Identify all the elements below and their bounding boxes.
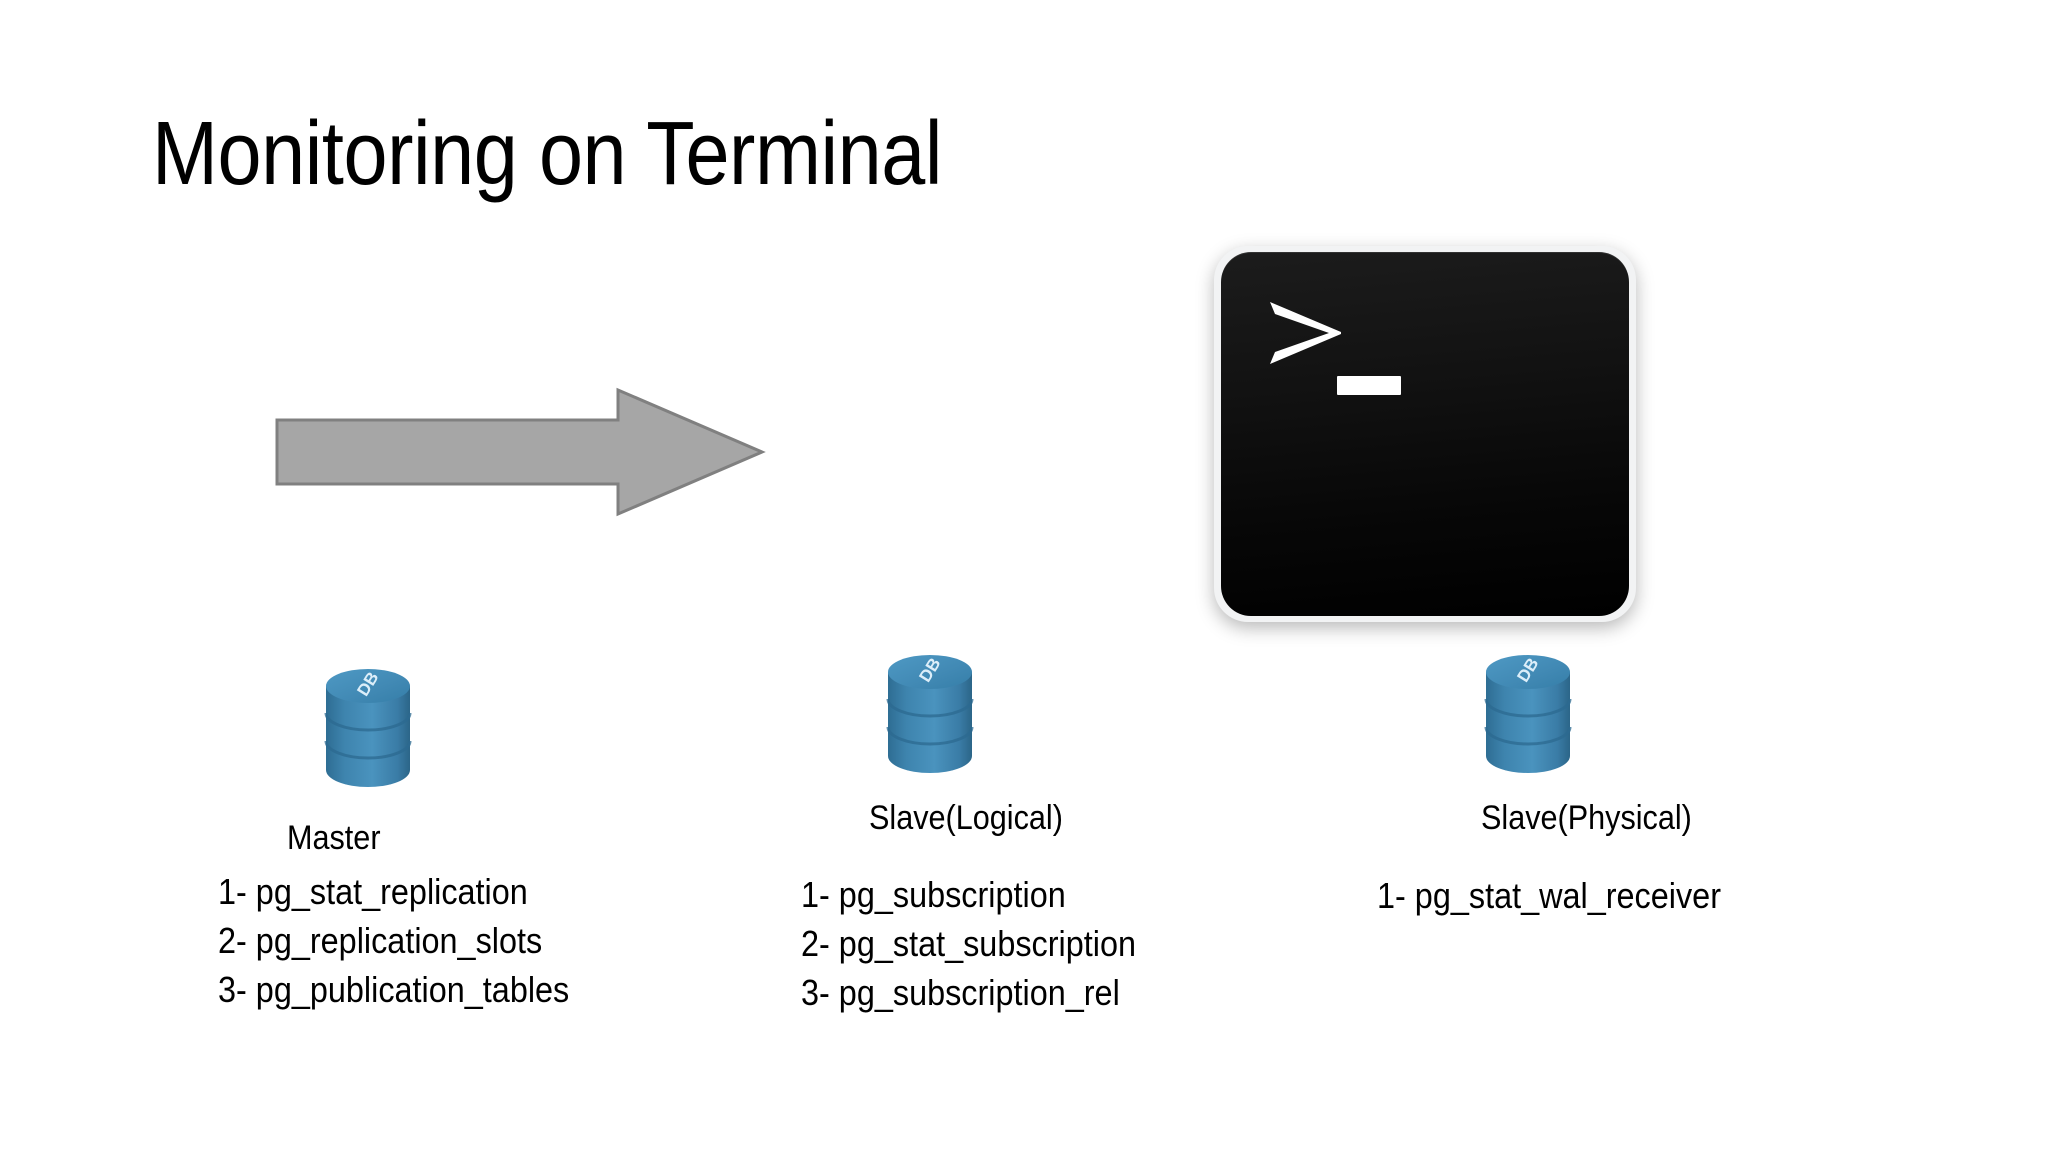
arrow-shape [275,387,766,517]
list-item: 2- pg_stat_subscription [801,923,1136,965]
database-icon-logical: DB [880,644,980,784]
database-icon-master: DB [318,658,418,798]
prompt-chevron-icon [1267,300,1343,366]
page-title: Monitoring on Terminal [152,104,943,204]
terminal-screen [1221,252,1629,616]
prompt-cursor-icon [1337,376,1401,395]
node-column-logical: Slave(Logical) 1- pg_subscription 2- pg_… [760,799,1230,1024]
terminal-icon[interactable] [1214,246,1636,622]
catalog-list-physical: 1- pg_stat_wal_receiver [1377,878,1880,927]
node-title-master: Master [287,819,381,857]
database-icon-physical: DB [1478,644,1578,784]
node-title-physical: Slave(Physical) [1481,799,1692,837]
catalog-list-master: 1- pg_stat_replication 2- pg_replication… [218,874,610,1021]
list-item: 1- pg_stat_replication [218,871,528,913]
list-item: 3- pg_publication_tables [218,969,570,1011]
list-item: 2- pg_replication_slots [218,920,543,962]
catalog-list-logical: 1- pg_subscription 2- pg_stat_subscripti… [801,877,1230,1024]
right-block-arrow [270,382,770,522]
list-item: 1- pg_subscription [801,874,1066,916]
list-item: 3- pg_subscription_rel [801,972,1120,1014]
node-column-master: Master 1- pg_stat_replication 2- pg_repl… [140,819,610,1021]
node-column-physical: Slave(Physical) 1- pg_stat_wal_receiver [1360,799,1880,927]
node-title-logical: Slave(Logical) [869,799,1063,837]
list-item: 1- pg_stat_wal_receiver [1377,875,1721,917]
